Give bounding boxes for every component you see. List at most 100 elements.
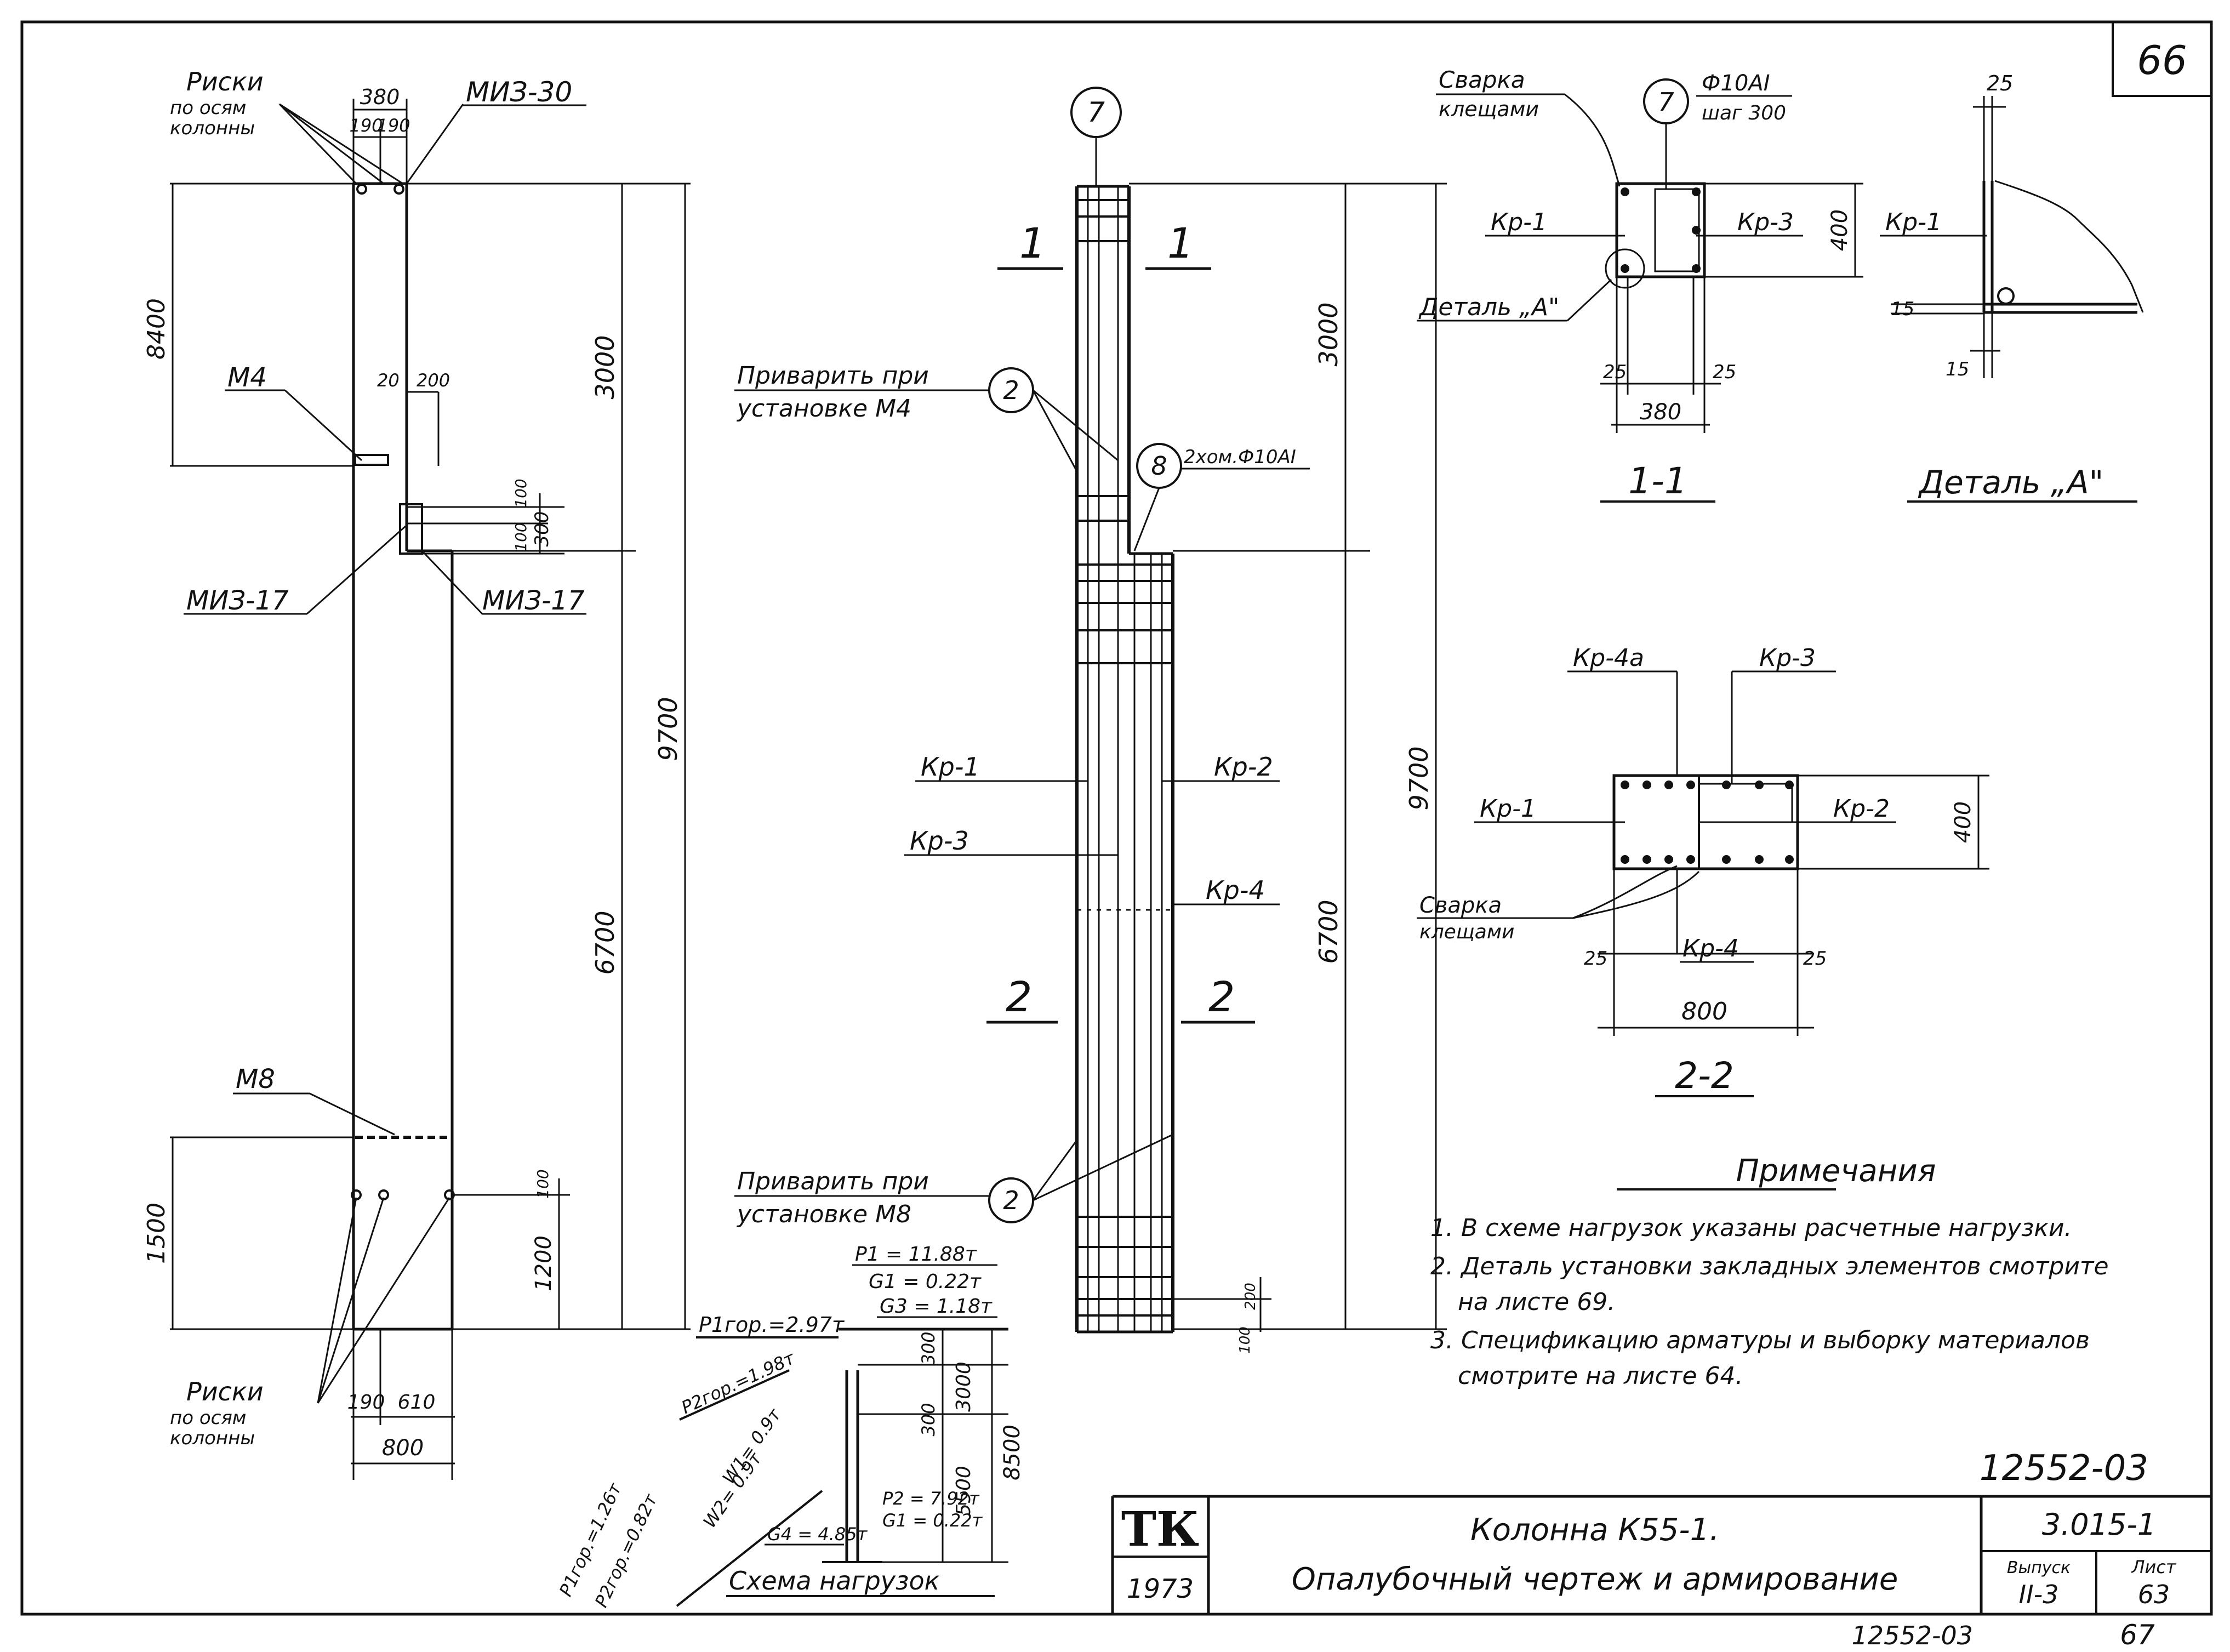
note-3a: 3. Спецификацию арматуры и выборку матер…	[1430, 1326, 2090, 1354]
dim-100c: 100	[534, 1169, 552, 1198]
sec22-kr4: Кр-4	[1683, 935, 1739, 962]
dim-100b: 100	[512, 522, 530, 551]
sec22-dim-400: 400	[1950, 801, 1976, 843]
title-year: 1973	[1127, 1574, 1194, 1604]
marks-label-bottom-3: колонны	[170, 1427, 255, 1449]
reinf-dim-200: 200	[1242, 1283, 1259, 1310]
dim-9700: 9700	[653, 697, 683, 761]
sec11-dim-25a: 25	[1603, 361, 1627, 383]
sec22-dim-25a: 25	[1584, 948, 1607, 970]
dim-3000: 3000	[590, 335, 620, 399]
leader	[317, 1197, 385, 1404]
load-p2: P2 = 7.92т	[882, 1488, 980, 1509]
leader	[278, 103, 357, 185]
sec11-detail-ref: Деталь „А"	[1418, 293, 1559, 321]
title-series: 3.015-1	[2042, 1507, 2156, 1542]
leader	[1133, 487, 1160, 551]
sec22-kr4a: Кр-4а	[1573, 644, 1644, 672]
reinf-dim-9700: 9700	[1404, 746, 1434, 810]
dim-100a: 100	[512, 478, 530, 508]
leader	[284, 389, 363, 462]
section-1-mark-right: 1	[1167, 219, 1194, 267]
rebar-dot	[1692, 264, 1701, 273]
embedded-m4	[354, 454, 389, 466]
sec22-kr3: Кр-3	[1759, 644, 1816, 672]
scheme-dim-300a: 300	[918, 1331, 939, 1365]
title-issue-label: Выпуск	[2007, 1558, 2071, 1577]
kr2-label: Кр-2	[1214, 752, 1273, 782]
detail-a: 25 Кр-1 15 15 Деталь „А"	[1880, 71, 2144, 503]
section-2-mark-right: 2	[1208, 972, 1235, 1021]
leader	[1572, 870, 1700, 919]
section-2-2-inner	[1698, 783, 1793, 823]
load-g3: G3 = 1.18т	[880, 1295, 993, 1318]
leader	[1572, 865, 1678, 919]
top-mark-2	[393, 184, 404, 195]
reinf-dim-3000: 3000	[1314, 302, 1343, 366]
sec11-dim-380: 380	[1640, 400, 1681, 425]
marks-label-bottom: Риски	[186, 1377, 264, 1406]
rebar-dot	[1686, 781, 1695, 789]
dim-1500: 1500	[142, 1203, 170, 1264]
rebar-dot	[1664, 855, 1673, 864]
node-7-label: 7	[1087, 96, 1105, 128]
sec11-kr1: Кр-1	[1491, 208, 1547, 236]
sec11-caption: 1-1	[1628, 460, 1687, 502]
leader	[1033, 389, 1119, 462]
label-m4: М4	[227, 362, 267, 393]
leader	[1033, 1133, 1173, 1201]
dim-190a: 190	[349, 115, 383, 136]
title-block: 12552-03 ТК 1973 Колонна К55-1. Опалубоч…	[1111, 1448, 2211, 1614]
dim-300: 300	[531, 511, 553, 547]
leader	[1032, 390, 1078, 472]
sec11-kr3: Кр-3	[1737, 208, 1794, 236]
load-p2gor-x: P2гор.=1.98т	[678, 1347, 799, 1418]
dim-6700: 6700	[590, 910, 620, 975]
rebar-dot	[1621, 781, 1629, 789]
title-issue-value: II-3	[2019, 1580, 2059, 1609]
marks-label-top-2: по осям	[170, 97, 246, 119]
note-3b: смотрите на листе 64.	[1458, 1362, 1743, 1390]
leader	[279, 103, 384, 185]
leader	[317, 1197, 357, 1404]
sec22-dim-800: 800	[1681, 998, 1727, 1026]
detail-a-dim-15a: 15	[1891, 298, 1914, 320]
kr4-label: Кр-4	[1206, 875, 1265, 905]
detail-a-kr1: Кр-1	[1885, 208, 1942, 236]
notes-heading: Примечания	[1736, 1153, 1936, 1189]
dim-20: 20	[377, 370, 400, 391]
formwork-view: Риски по осям колонны МИЗ-30 380 190 190…	[142, 67, 691, 1480]
load-g1-top: G1 = 0.22т	[869, 1271, 982, 1293]
note-2a: 2. Деталь установки закладных элементов …	[1430, 1252, 2109, 1280]
rebar-dot	[1722, 781, 1731, 789]
weld-bottom-line1: Приварить при	[737, 1167, 929, 1195]
leader	[309, 1092, 395, 1136]
sec22-kr2: Кр-2	[1833, 795, 1890, 823]
rebar-dot	[1692, 226, 1701, 235]
marks-label-top: Риски	[186, 67, 264, 96]
leader	[406, 104, 464, 184]
bottom-page: 67	[2120, 1619, 2155, 1651]
dim-380: 380	[360, 85, 400, 109]
detail-a-circle	[1605, 248, 1645, 289]
rebar-dot	[1664, 781, 1673, 789]
dim-190b: 190	[377, 115, 410, 136]
scheme-dim-300b: 300	[918, 1403, 939, 1436]
leader	[1566, 278, 1612, 322]
rebar-dot	[1686, 855, 1695, 864]
sec11-dim-400: 400	[1827, 209, 1852, 251]
archive-code: 12552-03	[1980, 1448, 2148, 1489]
section-2-2: Кр-4а Кр-3 Кр-1 Кр-2 Сварка клещами 400 …	[1417, 644, 1989, 1097]
rebar-dot	[1785, 855, 1794, 864]
notes-block: Примечания 1. В схеме нагрузок указаны р…	[1430, 1153, 2109, 1390]
detail-a-caption: Деталь „А"	[1918, 464, 2103, 501]
bottom-code: 12552-03	[1852, 1621, 1973, 1650]
detail-a-dim-15b: 15	[1946, 358, 1969, 380]
load-scheme-caption: Схема нагрузок	[729, 1566, 940, 1596]
reinf-dim-6700: 6700	[1314, 899, 1343, 964]
label-miz30: МИЗ-30	[466, 76, 572, 108]
top-mark-1	[356, 184, 367, 195]
scheme-dim-5500: 5500	[953, 1466, 975, 1516]
sec11-weld-line1: Сварка	[1439, 66, 1525, 93]
section-2-mark-left: 2	[1006, 972, 1032, 1021]
